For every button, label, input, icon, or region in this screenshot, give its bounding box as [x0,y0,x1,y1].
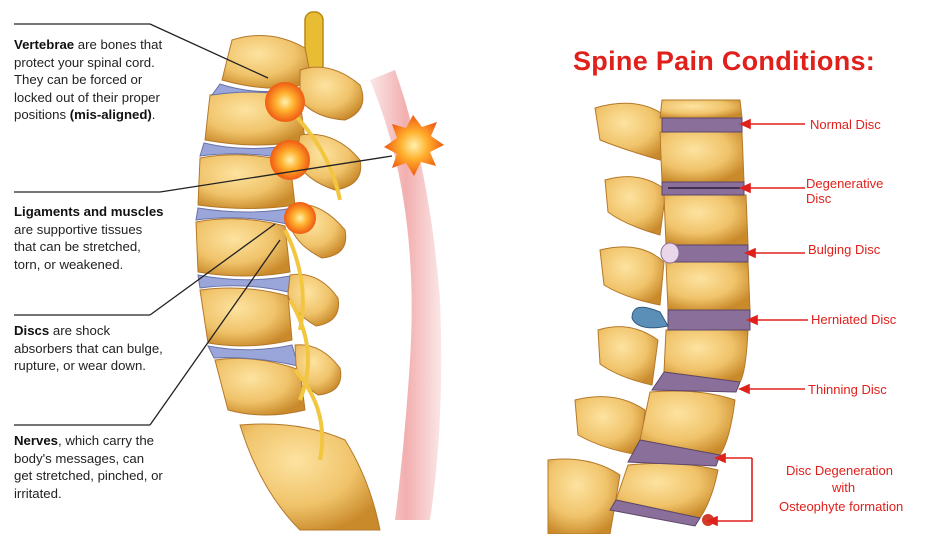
degenerative-disc-label-2: Disc [806,191,831,206]
spine-conditions-title: Spine Pain Conditions: [573,46,875,77]
herniation [632,307,668,328]
osteophyte-label-2: with [832,480,855,495]
herniated-disc-label: Herniated Disc [811,312,896,327]
right-spine-illustration [548,100,750,534]
degenerative-disc-label-1: Degenerative [806,176,883,191]
osteophyte-label-1: Disc Degeneration [786,463,893,478]
osteophyte-label-3: Osteophyte formation [779,499,903,514]
bulging-disc-label: Bulging Disc [808,242,880,257]
thinning-disc-label: Thinning Disc [808,382,887,397]
normal-disc-label: Normal Disc [810,117,881,132]
bulge [661,243,679,263]
